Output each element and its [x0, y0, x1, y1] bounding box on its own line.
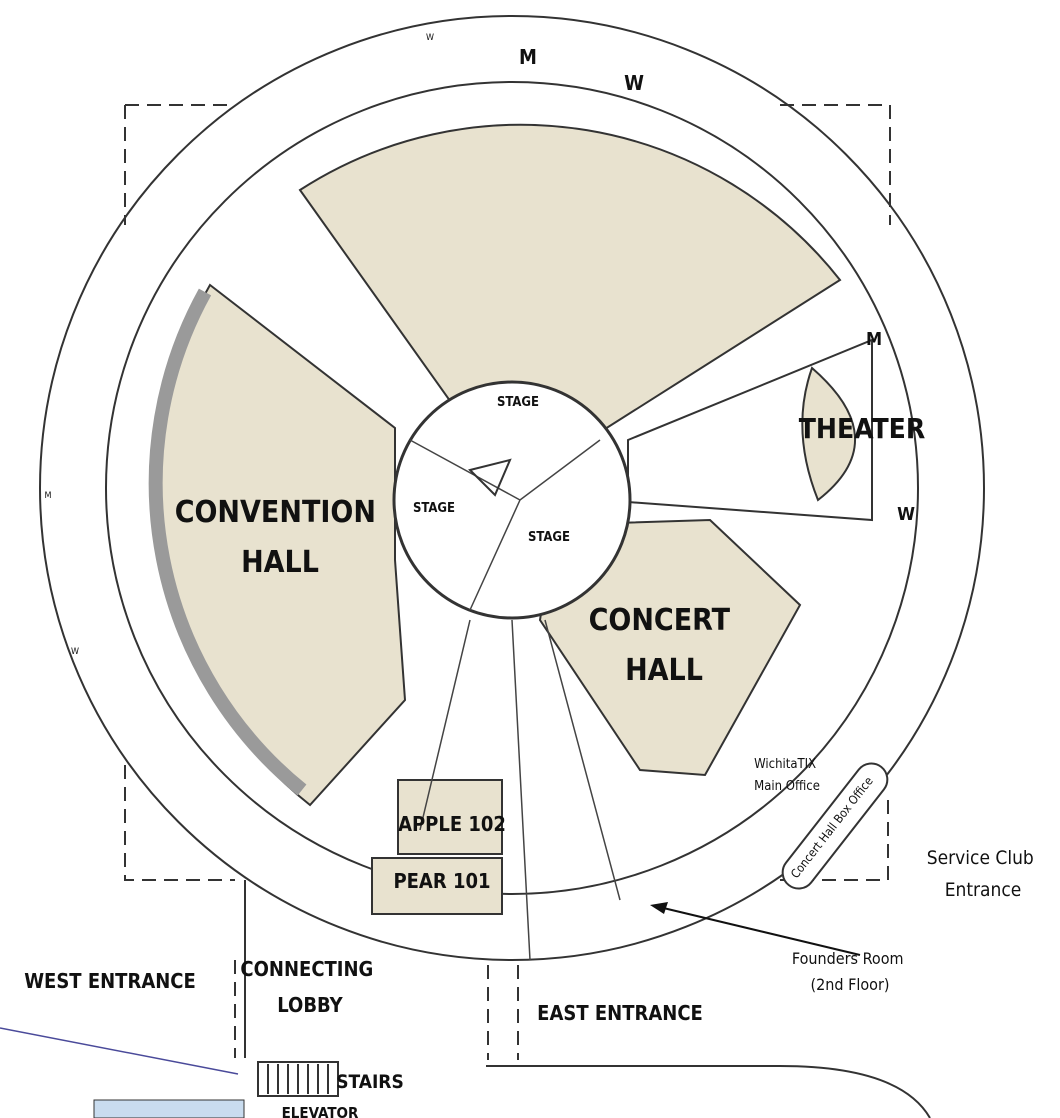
stage-marker — [468, 458, 512, 497]
apple-label: APPLE 102 — [398, 812, 506, 836]
upper-hall-area — [298, 123, 842, 490]
theater-label: THEATER — [799, 412, 926, 445]
restroom-w-theater: W — [897, 504, 915, 525]
connecting-lobby-label: CONNECTING LOBBY — [240, 957, 379, 1017]
pear-room — [371, 857, 503, 915]
restroom-m-tiny-left: M — [45, 491, 52, 501]
theater-area — [801, 366, 856, 502]
stairs-treads — [267, 1064, 329, 1094]
elevator-label: ELEVATOR — [282, 1104, 359, 1118]
founders-arrow-line — [654, 905, 861, 956]
restroom-m-top: M — [519, 45, 537, 69]
outer-ring-wall — [39, 15, 985, 961]
founders-arrow-head — [650, 902, 668, 914]
stairs-label: STAIRS — [336, 1071, 404, 1093]
pear-label: PEAR 101 — [393, 869, 490, 893]
se-tower — [780, 800, 889, 881]
spoke-corridors — [419, 619, 621, 961]
box-office-badge — [781, 762, 889, 890]
east-entrance-label: EAST ENTRANCE — [537, 1001, 703, 1025]
west-entrance-label: WEST ENTRANCE — [24, 969, 196, 993]
east-building-edge — [486, 1065, 931, 1118]
stage-circle — [392, 380, 632, 620]
inner-ring-wall — [105, 81, 919, 895]
restroom-w-tiny-top: W — [426, 33, 434, 43]
concert-hall-label: CONCERT HALL — [589, 603, 740, 688]
lower-lobby-area — [93, 1099, 245, 1118]
restroom-w-tiny-left: W — [71, 647, 79, 657]
sw-tower — [124, 765, 235, 881]
stage-left-label: STAGE — [413, 501, 455, 516]
stage-right-label: STAGE — [528, 530, 570, 545]
stairs-block — [257, 1061, 339, 1097]
ne-tower — [780, 104, 891, 225]
stage-top-label: STAGE — [497, 395, 539, 410]
restroom-m-theater: M — [866, 329, 882, 350]
convention-hall-label: CONVENTION HALL — [175, 495, 386, 580]
lobby-doors-east — [487, 965, 519, 1060]
restroom-w-top: W — [624, 71, 644, 95]
nw-tower — [124, 104, 235, 225]
seating-bar — [148, 288, 307, 796]
pointer-line — [0, 1027, 239, 1075]
apple-room — [397, 779, 503, 855]
stage-divisions — [409, 439, 601, 611]
founders-room-label: Founders Room (2nd Floor) — [792, 949, 908, 994]
service-club-label: Service Club Entrance — [927, 847, 1039, 901]
wichitatix-label: WichitaTIX Main Office — [754, 757, 820, 794]
